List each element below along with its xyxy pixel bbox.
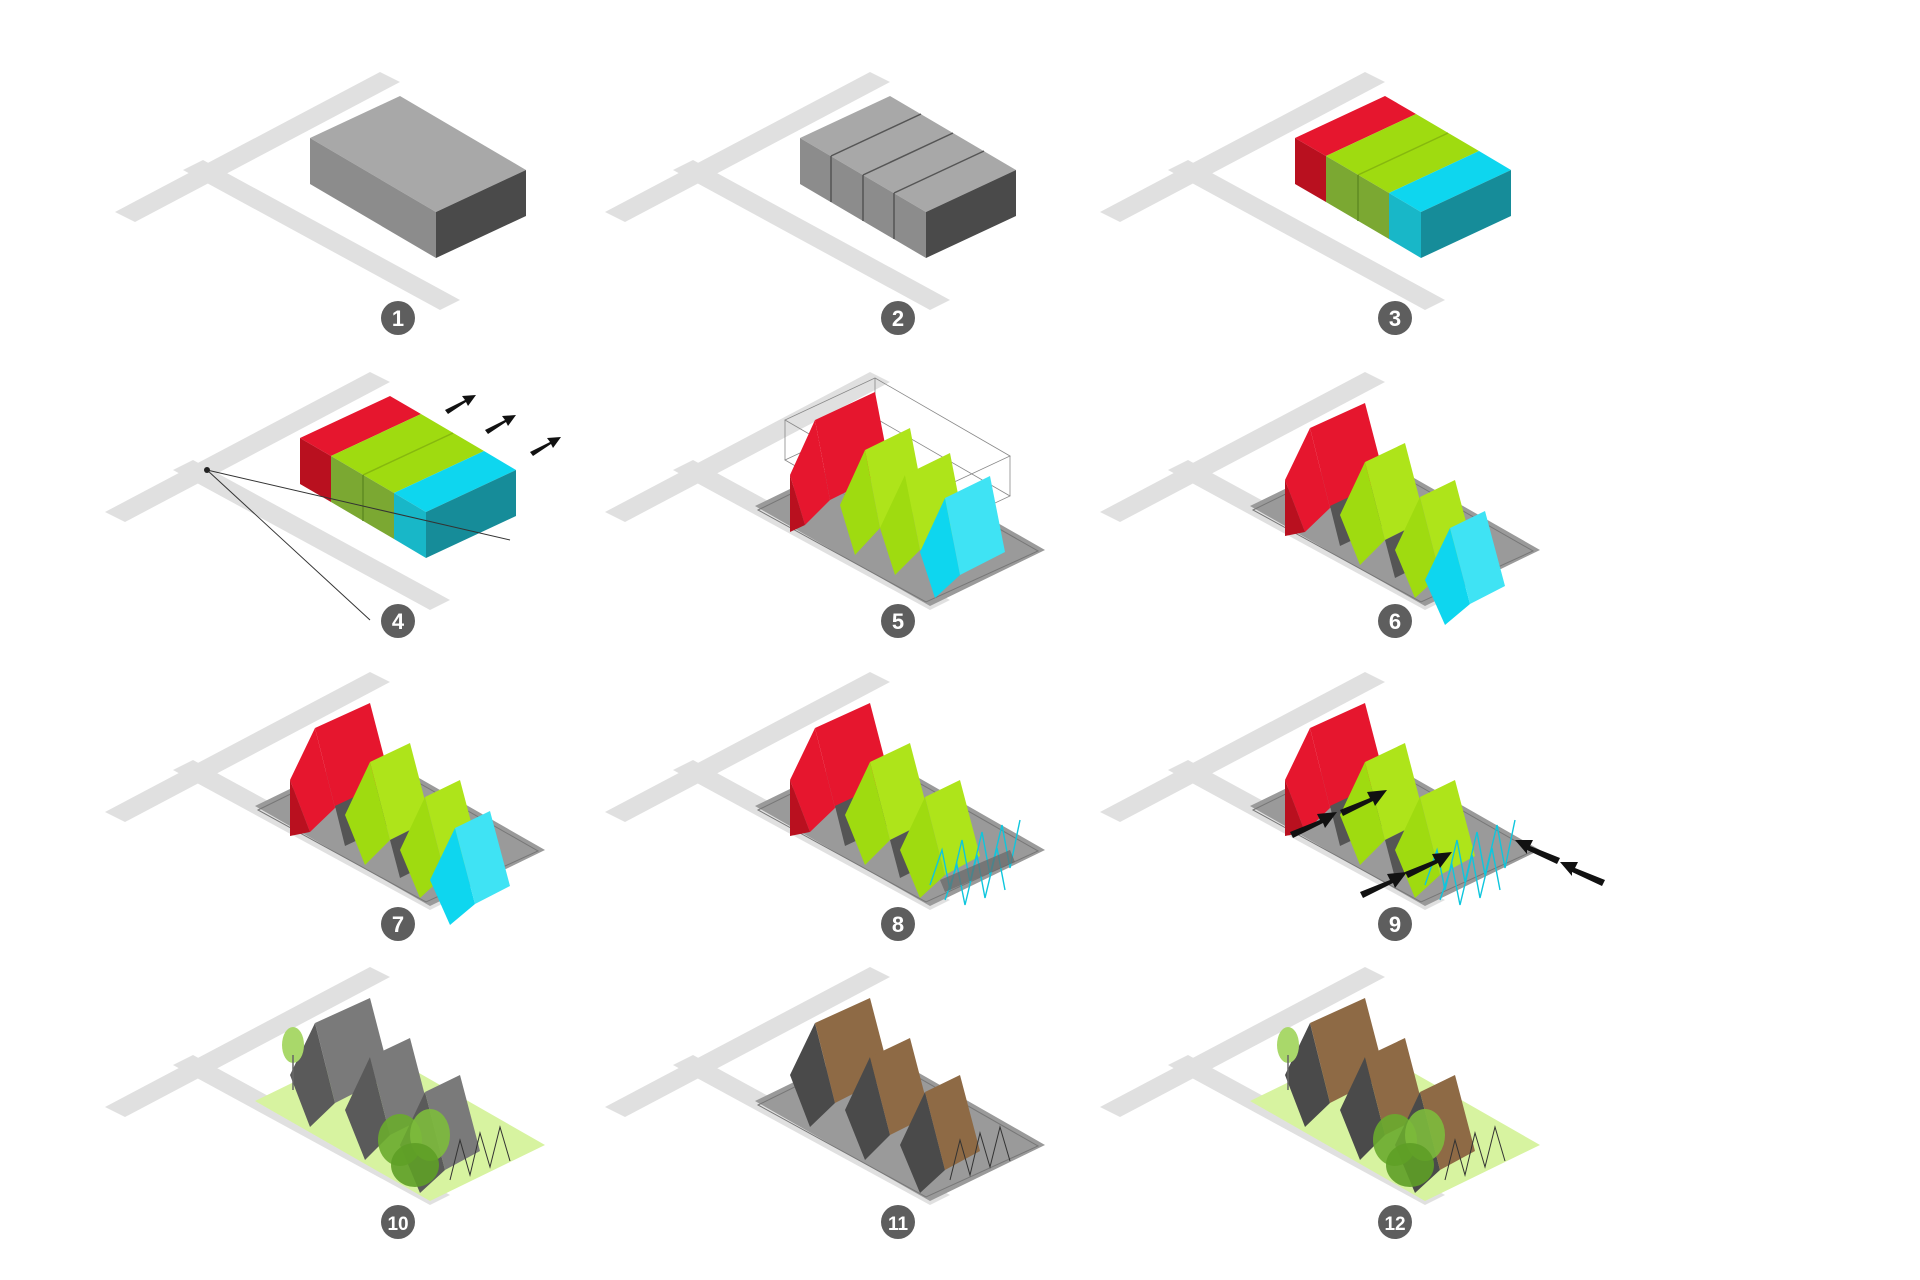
step-number-6: 6 — [1389, 609, 1401, 634]
step-9 — [1100, 672, 1605, 910]
step-number-10: 10 — [387, 1214, 408, 1235]
step-badge-9: 9 — [1378, 907, 1412, 941]
step-number-11: 11 — [888, 1214, 909, 1235]
step-badge-3: 3 — [1378, 301, 1412, 335]
step-badge-5: 5 — [881, 604, 915, 638]
step-number-9: 9 — [1389, 912, 1401, 937]
step-badge-11: 11 — [881, 1205, 915, 1239]
step-number-3: 3 — [1389, 306, 1401, 331]
step-badge-2: 2 — [881, 301, 915, 335]
step-number-5: 5 — [892, 609, 904, 634]
step-number-4: 4 — [392, 609, 405, 634]
step-12 — [1100, 967, 1540, 1205]
step-2 — [605, 0, 1017, 310]
step-number-1: 1 — [392, 306, 404, 331]
step-number-7: 7 — [392, 912, 404, 937]
step-badge-1: 1 — [381, 301, 415, 335]
step-5 — [605, 372, 1046, 610]
step-4 — [105, 372, 561, 621]
step-10 — [105, 967, 545, 1205]
step-badge-10: 10 — [381, 1205, 415, 1239]
step-1 — [115, 72, 526, 310]
step-number-2: 2 — [892, 306, 904, 331]
step-3 — [1100, 72, 1512, 310]
step-11 — [605, 967, 1046, 1205]
step-number-12: 12 — [1384, 1214, 1405, 1235]
step-7 — [105, 672, 546, 925]
step-6 — [1100, 372, 1541, 625]
step-badge-12: 12 — [1378, 1205, 1412, 1239]
step-badge-7: 7 — [381, 907, 415, 941]
step-number-8: 8 — [892, 912, 904, 937]
step-badge-8: 8 — [881, 907, 915, 941]
step-badge-6: 6 — [1378, 604, 1412, 638]
step-8 — [605, 672, 1046, 910]
step-badge-4: 4 — [381, 604, 415, 638]
